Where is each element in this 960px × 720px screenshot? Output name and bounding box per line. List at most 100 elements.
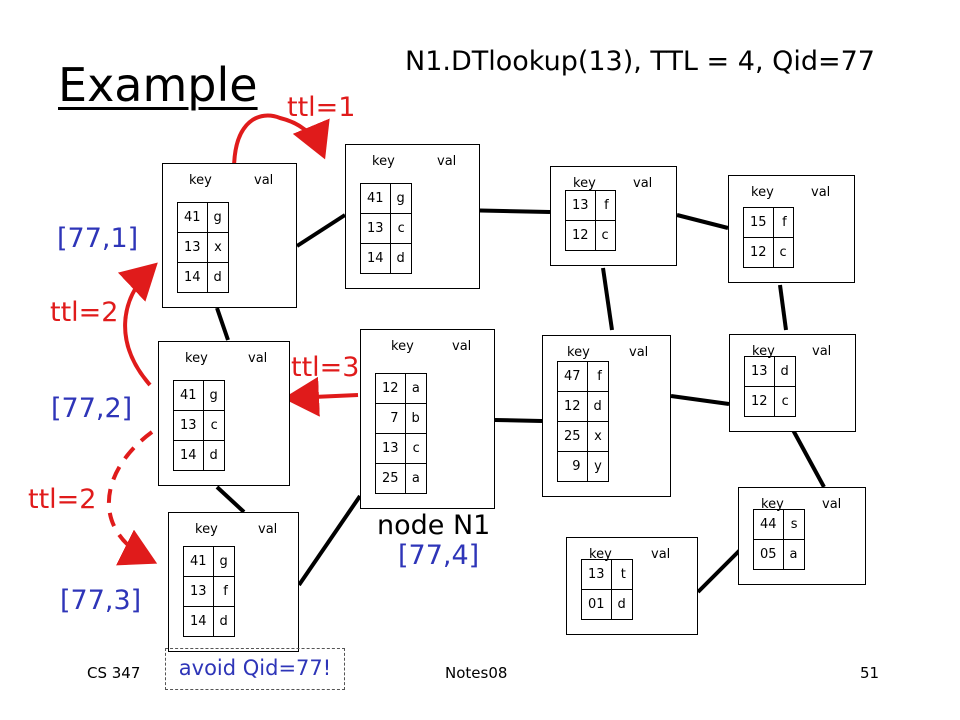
key-header: key (567, 345, 590, 360)
val-cell: c (389, 213, 412, 244)
footer-page-number: 51 (860, 664, 880, 682)
link-f-g (670, 394, 730, 406)
val-cell: g (202, 380, 225, 411)
val-header: val (812, 344, 832, 359)
key-cell: 14 (177, 262, 208, 293)
ttl1-label: ttl=1 (287, 92, 356, 123)
val-header: val (633, 176, 653, 191)
link-g-j (791, 429, 826, 488)
val-cell: d (212, 606, 235, 637)
key-header: key (189, 173, 212, 188)
key-cell: 12 (375, 373, 406, 404)
val-cell: y (586, 451, 609, 482)
val-cell: d (586, 391, 609, 422)
node-n1-label: node N1 (377, 510, 491, 541)
query-77-1-label: [77,1] (57, 223, 139, 254)
query-77-2-label: [77,2] (51, 393, 133, 424)
key-cell: 25 (375, 463, 406, 494)
link-e-h (215, 485, 246, 514)
val-cell: d (206, 262, 229, 293)
val-header: val (258, 522, 278, 537)
val-cell: x (206, 232, 229, 263)
val-cell: a (782, 539, 805, 570)
key-cell: 13 (565, 190, 596, 221)
val-cell: c (594, 220, 616, 251)
key-header: key (761, 497, 784, 512)
key-cell: 05 (753, 539, 784, 570)
val-cell: s (782, 509, 805, 540)
val-cell: f (772, 207, 794, 238)
key-header: key (752, 344, 775, 359)
val-cell: d (202, 440, 225, 471)
val-header: val (629, 345, 649, 360)
val-cell: t (610, 559, 633, 590)
key-cell: 14 (360, 243, 391, 274)
val-cell: f (586, 361, 609, 392)
key-cell: 13 (375, 433, 406, 464)
val-header: val (248, 351, 268, 366)
val-cell: g (206, 202, 229, 233)
arrow-ttl1 (232, 113, 330, 171)
key-cell: 14 (173, 440, 204, 471)
val-cell: c (202, 410, 225, 441)
link-n1-h (297, 494, 362, 587)
link-c-f (601, 267, 614, 331)
key-cell: 41 (360, 183, 391, 214)
ttl3-label: ttl=3 (291, 352, 360, 383)
avoid-qid-note: avoid Qid=77! (165, 648, 345, 690)
key-cell: 13 (173, 410, 204, 441)
link-c-d (676, 213, 729, 230)
val-header: val (811, 185, 831, 200)
link-a-e (215, 307, 230, 341)
val-cell: a (404, 373, 427, 404)
val-cell: b (404, 403, 427, 434)
val-header: val (254, 173, 274, 188)
arrow-ttl3 (283, 376, 359, 417)
footer-notes: Notes08 (445, 664, 508, 682)
val-header: val (452, 339, 472, 354)
val-cell: c (773, 386, 796, 417)
key-header: key (573, 176, 596, 191)
arrow-ttl2-upper (117, 262, 158, 387)
ttl2-upper-label: ttl=2 (50, 297, 119, 328)
ttl2-lower-label: ttl=2 (28, 484, 97, 515)
key-header: key (589, 547, 612, 562)
